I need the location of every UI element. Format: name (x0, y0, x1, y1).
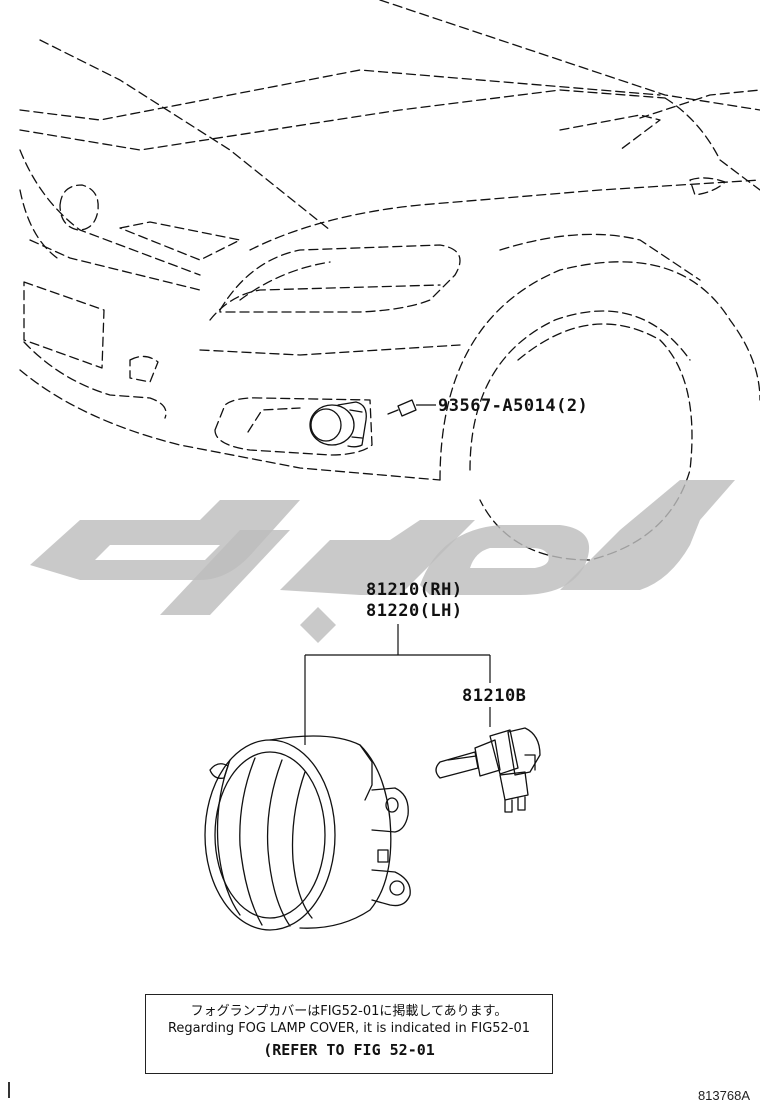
bulb-part-number: 81210B (462, 686, 527, 706)
installed-fog-lamp-illustration (309, 401, 367, 448)
car-front-illustration (19, 0, 760, 561)
screw-illustration (387, 399, 436, 417)
screw-part-number: 93567-A5014(2) (438, 396, 589, 416)
edge-mark (8, 1082, 10, 1098)
figure-id: 813768A (697, 1088, 750, 1103)
fog-lamp-lh-part-number: 81220(LH) (366, 601, 463, 621)
fog-lamp-assembly-illustration (204, 735, 411, 931)
bulb-illustration (435, 727, 541, 813)
watermark-logo (30, 480, 735, 643)
fog-lamp-rh-part-number: 81210(RH) (366, 580, 463, 600)
leader-lines (304, 624, 491, 745)
note-japanese-text: フォグランプカバーはFIG52-01に掲載してあります。 (190, 1004, 508, 1019)
reference-note-box: フォグランプカバーはFIG52-01に掲載してあります。 Regarding F… (145, 994, 553, 1074)
note-reference-text: (REFER TO FIG 52-01 (263, 1041, 435, 1059)
note-english-text: Regarding FOG LAMP COVER, it is indicate… (167, 1021, 531, 1036)
